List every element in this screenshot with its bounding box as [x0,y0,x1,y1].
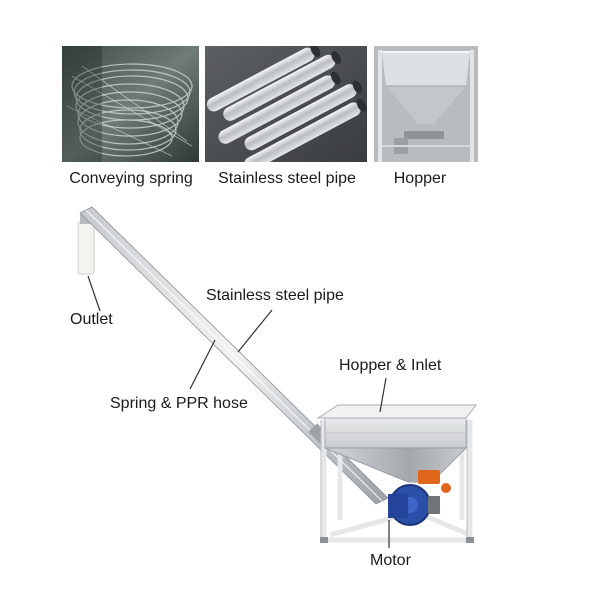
outlet-label: Outlet [70,311,113,328]
conveying-spring-photo [62,46,199,162]
conveying-spring-caption: Conveying spring [69,170,193,187]
outlet-leader-line [87,275,101,312]
stainless-steel-pipe-photo [205,46,367,162]
spring-leader-line [189,339,216,390]
hopper-inlet-label: Hopper & Inlet [339,357,442,374]
stainless-steel-pipe-caption: Stainless steel pipe [218,170,356,187]
screw-conveyor-diagram [77,206,478,548]
hopper-caption: Hopper [393,170,447,187]
pipe-leader-line [237,309,273,353]
motor-label: Motor [370,552,411,569]
hopper-photo [374,46,478,162]
hopper-leader-line [379,377,387,413]
stainless-steel-pipe-label: Stainless steel pipe [206,287,344,304]
spring-ppr-hose-label: Spring & PPR hose [110,395,248,412]
motor [388,470,451,526]
